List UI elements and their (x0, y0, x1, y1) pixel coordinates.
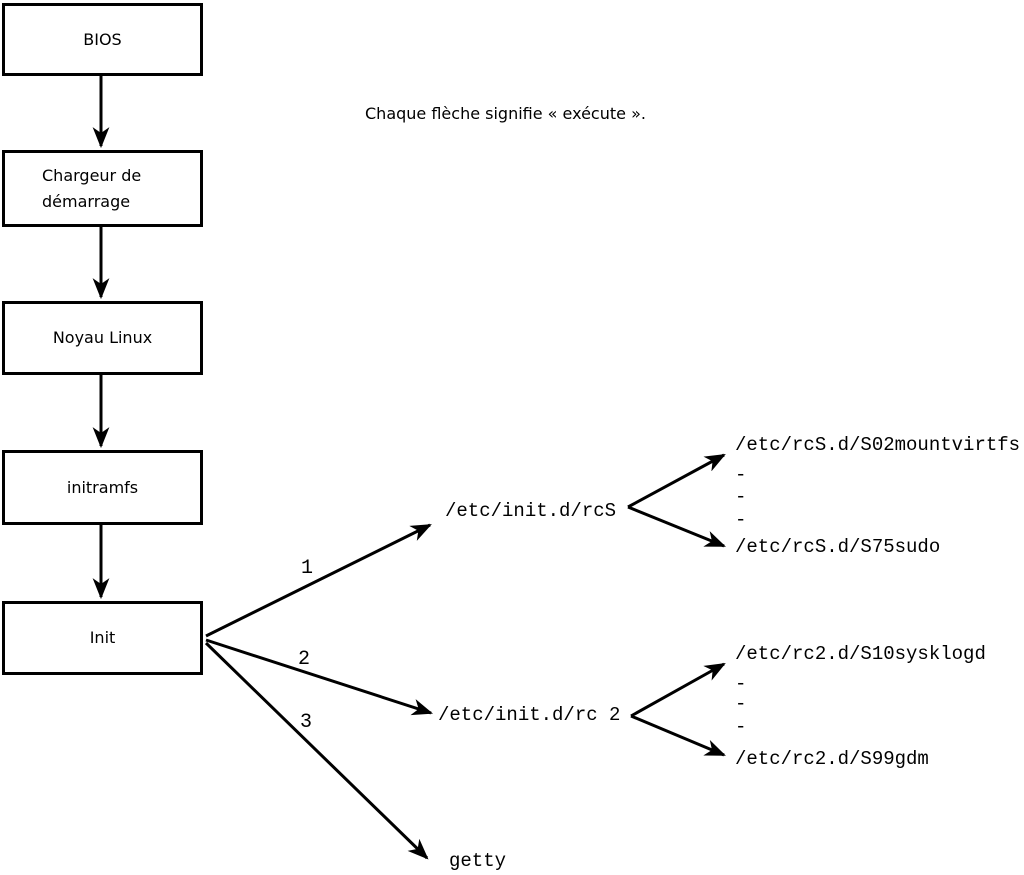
branch-number-2: 2 (298, 648, 311, 671)
rcs-child-last: /etc/rcS.d/S75sudo (735, 536, 941, 558)
arrow-init-to-rcs (205, 523, 432, 638)
box-bootloader-label-line1: Chargeur de (42, 165, 142, 185)
script-rcs-label: /etc/init.d/rcS (445, 500, 617, 522)
box-init: Init (2, 601, 203, 675)
rc2-ellipsis-dash-3: - (735, 716, 747, 738)
rcs-ellipsis-dash-2: - (735, 486, 747, 508)
arrow-init-to-getty (204, 641, 429, 860)
box-bios: BIOS (2, 3, 203, 76)
script-getty-label: getty (449, 850, 507, 872)
branch-number-1: 1 (301, 557, 314, 580)
script-rc2-label: /etc/init.d/rc 2 (438, 704, 621, 726)
box-initramfs: initramfs (2, 450, 203, 525)
arrow-rcs-to-s75sudo (627, 505, 726, 548)
box-bootloader: Chargeur de démarrage (2, 150, 203, 227)
arrow-rcs-to-s02mountvirtfs (627, 453, 726, 509)
box-init-label: Init (89, 628, 116, 647)
box-bios-label: BIOS (83, 29, 122, 49)
rcs-child-first: /etc/rcS.d/S02mountvirtfs (735, 434, 1021, 456)
box-bootloader-label-line2: démarrage (42, 191, 131, 211)
rc2-ellipsis-dash-1: - (735, 673, 747, 695)
rc2-child-first: /etc/rc2.d/S10sysklogd (735, 643, 986, 665)
rc2-ellipsis-dash-2: - (735, 693, 747, 715)
execute-note: Chaque flèche signifie « exécute ». (365, 104, 646, 123)
branch-number-3: 3 (300, 711, 313, 734)
arrow-rc2-to-s99gdm (630, 714, 726, 757)
arrow-rc2-to-s10sysklogd (630, 662, 726, 718)
box-initramfs-label: initramfs (66, 477, 139, 497)
box-kernel-label: Noyau Linux (52, 328, 153, 347)
rcs-ellipsis-dash-3: - (735, 509, 747, 531)
box-kernel: Noyau Linux (2, 301, 203, 375)
rc2-child-last: /etc/rc2.d/S99gdm (735, 748, 929, 770)
arrow-init-to-rc2 (205, 638, 433, 716)
rcs-ellipsis-dash-1: - (735, 464, 747, 486)
